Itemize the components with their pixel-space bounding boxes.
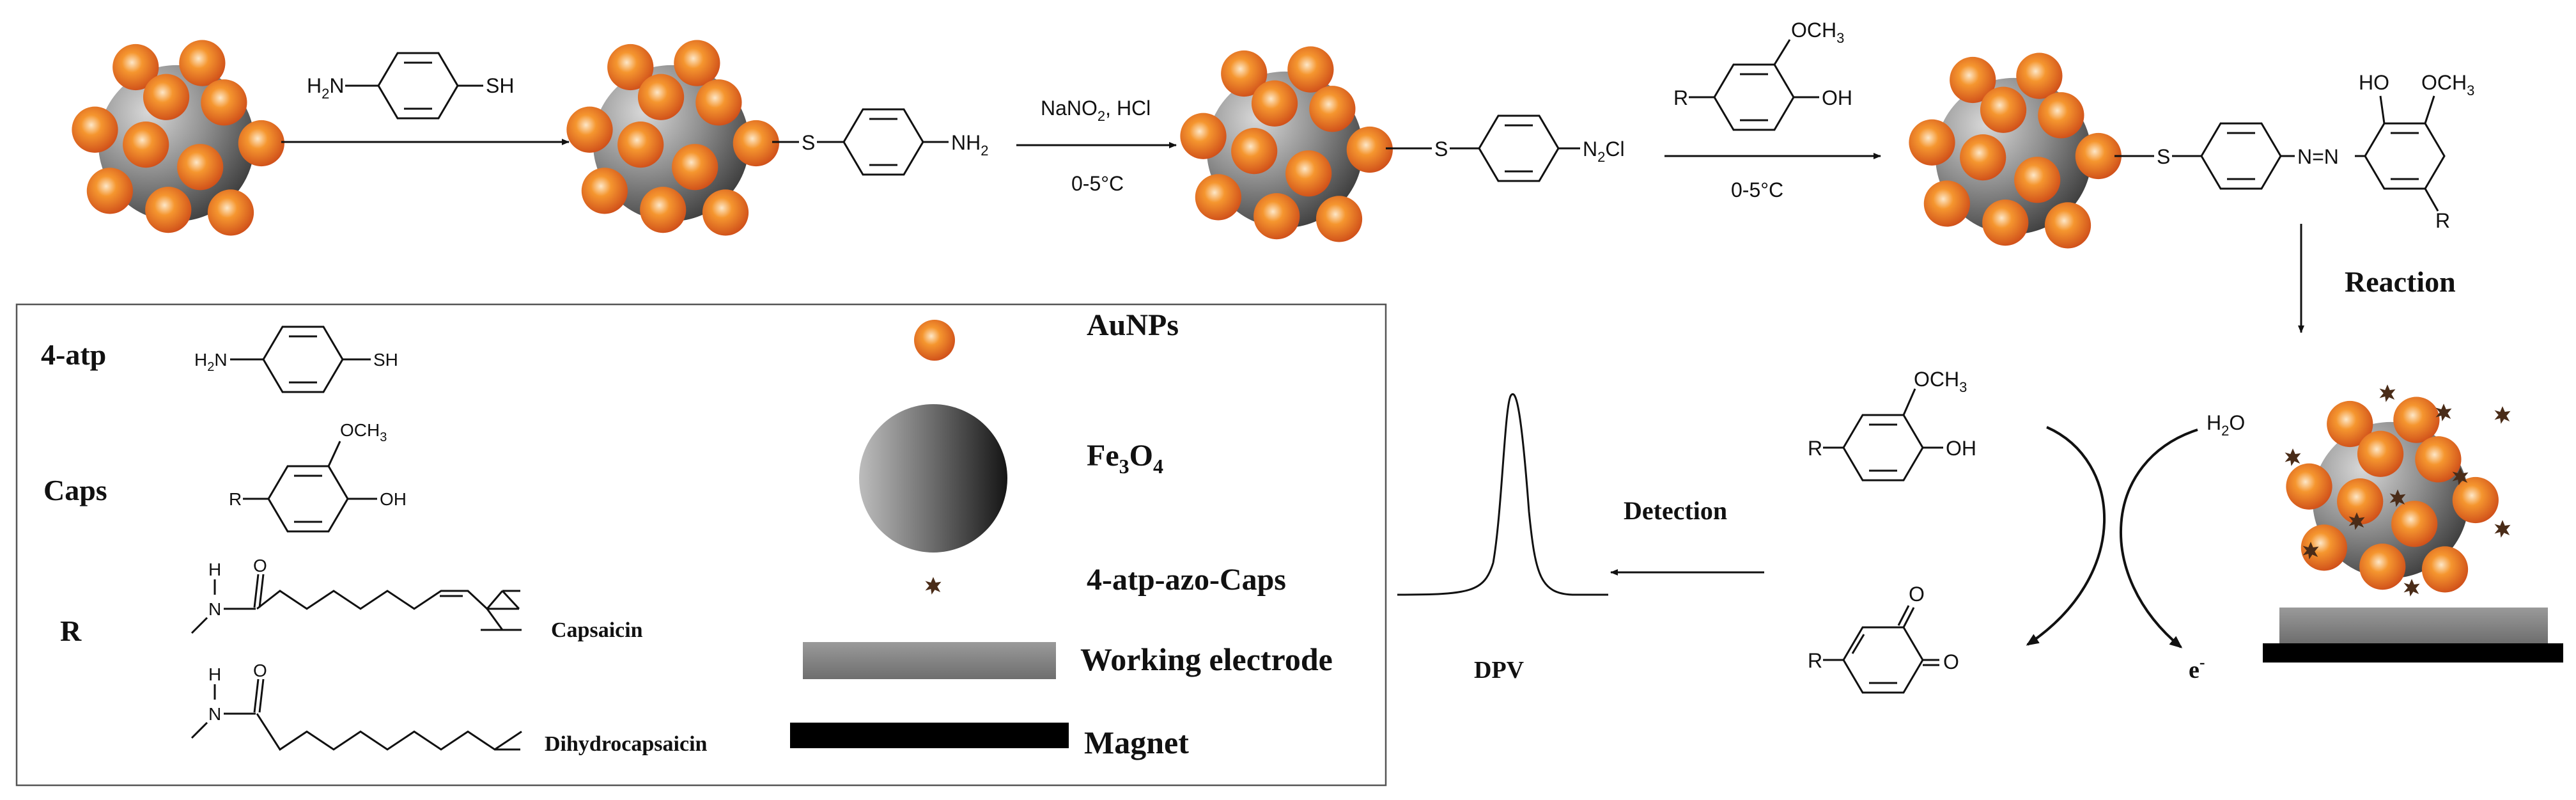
redox-reactant: R OCH3 OH — [1808, 368, 1976, 482]
reaction-label: Reaction — [2345, 265, 2456, 298]
diazonium-linker: S N2Cl — [1386, 114, 1625, 182]
svg-text:HO: HO — [2359, 71, 2389, 94]
svg-text:O: O — [1943, 650, 1959, 673]
svg-text:SH: SH — [373, 350, 398, 370]
legend-atp-label: 4-atp — [41, 338, 106, 371]
legend-magnet-icon — [790, 723, 1069, 748]
legend-azo-caps-icon — [925, 577, 942, 595]
svg-text:OH: OH — [1822, 86, 1852, 109]
svg-text:SH: SH — [486, 74, 514, 97]
svg-text:OCH3: OCH3 — [1914, 368, 1967, 395]
reagent-diazotization: NaNO2, HCl 0-5°C — [1041, 97, 1151, 195]
svg-text:R: R — [229, 489, 242, 509]
svg-text:N: N — [208, 599, 221, 619]
legend-caps-label: Caps — [43, 474, 107, 506]
dpv-label: DPV — [1474, 657, 1525, 684]
svg-text:R: R — [2435, 209, 2450, 232]
legend-box — [15, 303, 1387, 787]
legend-magnet-label: Magnet — [1084, 725, 1189, 760]
svg-text:O: O — [253, 556, 267, 576]
thiophenyl-amine-linker: S NH2 — [772, 108, 988, 176]
legend-azo-caps-label: 4-atp-azo-Caps — [1087, 563, 1286, 597]
electrode-nanoparticle-assembly — [2285, 384, 2511, 597]
svg-text:NaNO2, HCl: NaNO2, HCl — [1041, 97, 1151, 124]
redox-crossing-arrows — [2026, 426, 2198, 648]
svg-text:OCH3: OCH3 — [1791, 19, 1844, 46]
svg-text:S: S — [2157, 145, 2170, 168]
svg-text:N=N: N=N — [2297, 145, 2339, 168]
svg-text:N2Cl: N2Cl — [1583, 137, 1625, 165]
reagent-3-temperature: 0-5°C — [1731, 178, 1783, 201]
electrode-surface — [2279, 608, 2548, 643]
legend-capsaicin-name: Capsaicin — [551, 618, 643, 642]
svg-text:H2N: H2N — [307, 74, 344, 102]
legend-dihydrocapsaicin-name: Dihydrocapsaicin — [545, 732, 708, 756]
legend-caps-structure: R OCH3 OH — [229, 420, 407, 533]
reagent-aminothiophenol: H2N SH — [307, 52, 514, 120]
svg-text:H2N: H2N — [194, 350, 228, 374]
svg-text:OH: OH — [380, 489, 407, 509]
legend-working-electrode-label: Working electrode — [1080, 641, 1333, 677]
svg-text:OCH3: OCH3 — [2421, 71, 2474, 98]
nanoparticle-4 — [1909, 52, 2122, 249]
electrode-magnet — [2263, 643, 2563, 663]
legend-aunps-label: AuNPs — [1087, 308, 1179, 342]
svg-text:H: H — [208, 560, 221, 579]
svg-text:R: R — [1808, 649, 1822, 672]
svg-text:O: O — [253, 661, 267, 680]
svg-text:R: R — [1808, 437, 1822, 460]
legend-fe3o4-icon — [859, 404, 1007, 553]
svg-text:S: S — [1434, 137, 1448, 161]
svg-text:R: R — [1673, 86, 1688, 109]
legend-aunp-icon — [914, 320, 955, 361]
nanoparticle-2 — [566, 40, 779, 236]
svg-text:N: N — [208, 704, 221, 724]
svg-text:O: O — [1909, 583, 1925, 606]
legend-working-electrode-icon — [803, 642, 1056, 679]
legend-r-label: R — [60, 615, 82, 647]
svg-text:S: S — [802, 131, 815, 154]
redox-product-quinone: R O O — [1808, 583, 1959, 694]
svg-text:0-5°C: 0-5°C — [1071, 172, 1124, 195]
legend-dihydrocapsaicin-structure: H N O — [190, 661, 522, 751]
reagent-capsaicinoid: R OCH3 OH — [1673, 19, 1852, 131]
svg-text:H: H — [208, 664, 221, 684]
svg-text:OH: OH — [1946, 437, 1976, 460]
dpv-curve — [1397, 393, 1608, 596]
legend-atp-structure: H2N SH — [194, 325, 398, 393]
azo-product-structure: S N=N HO OCH3 R — [2114, 71, 2474, 232]
svg-text:OCH3: OCH3 — [340, 420, 387, 444]
legend-capsaicin-structure: H N O — [190, 556, 522, 634]
water-label: H2O — [2207, 411, 2245, 439]
nanoparticle-1 — [72, 40, 284, 236]
electron-label: e- — [2189, 653, 2205, 684]
legend-fe3o4-label: Fe3O4 — [1087, 439, 1163, 478]
svg-text:NH2: NH2 — [951, 131, 988, 159]
nanoparticle-3 — [1180, 46, 1393, 242]
detection-label: Detection — [1624, 496, 1727, 525]
